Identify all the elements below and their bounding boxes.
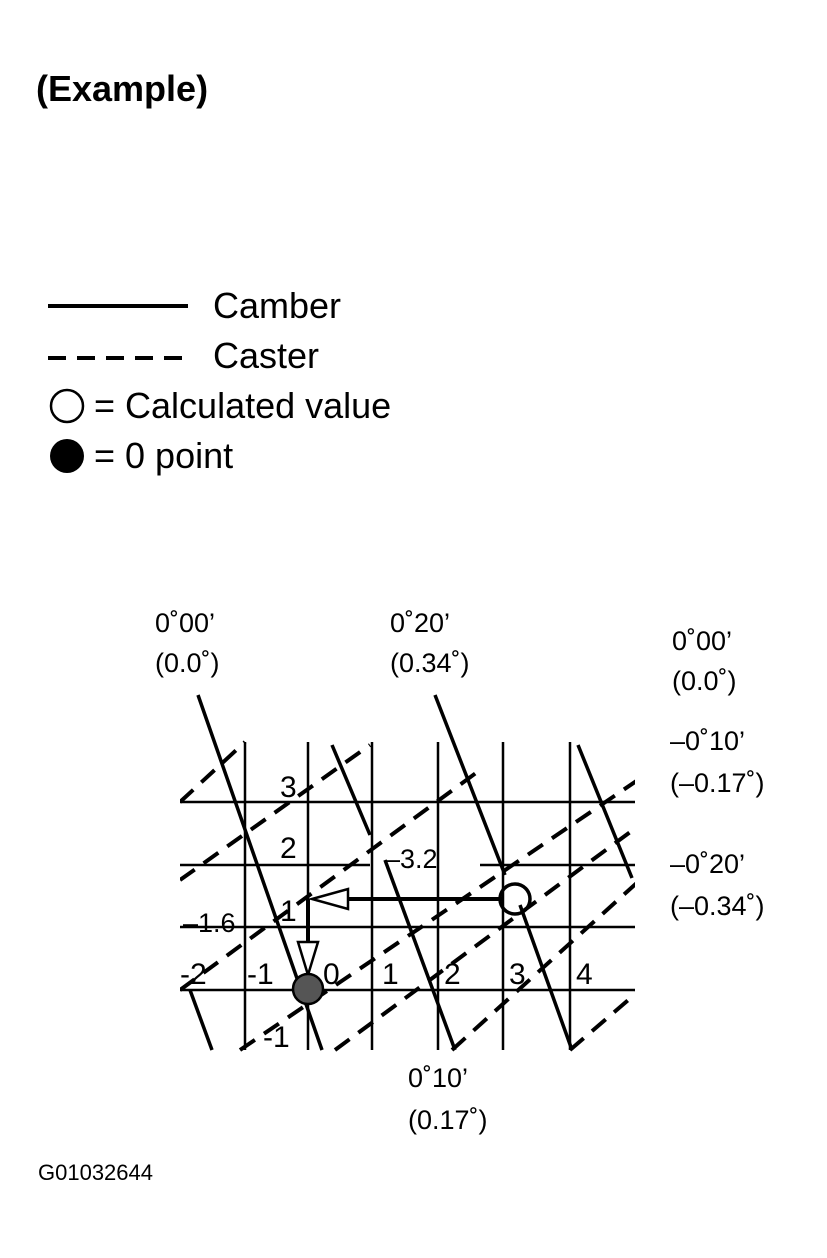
zero-point-dot [291,972,325,1006]
legend-zero: = 0 point [48,434,233,478]
down-arrow-head [296,940,320,980]
legend-calculated: = Calculated value [48,384,391,428]
caster-label-1: 0˚00’ [672,626,732,656]
y-tick: 2 [280,832,297,865]
camber-line-icon [48,304,188,308]
filled-circle-icon [50,439,84,473]
camber-caster-diagram: -2 -1 0 1 2 3 4 3 2 1 -1 –3.2 –1.6 0˚00’… [155,608,765,1135]
legend-camber-label: Camber [213,285,342,326]
open-circle-icon [49,388,85,424]
y-tick: -1 [263,1021,290,1054]
caster-label-2-deg: (–0.17˚) [670,768,765,798]
angle-labels: 0˚00’ (0.0˚) 0˚20’ (0.34˚) 0˚00’ (0.0˚) … [155,608,765,1135]
camber-label-top-left: 0˚00’ [155,608,215,638]
grid [180,742,635,1050]
camber-label-bottom: 0˚10’ [408,1063,468,1093]
arrows [296,887,503,980]
legend-caster-label: Caster [213,335,320,376]
legend-caster: Caster [48,334,319,378]
camber-label-top-mid-deg: (0.34˚) [390,648,470,678]
x-tick: 4 [576,958,593,991]
legend-zero-label: = 0 point [94,435,234,476]
page-title: (Example) [36,68,209,109]
x-tick: 3 [509,958,526,991]
legend-camber: Camber [48,284,341,328]
caster-label-3: –0˚20’ [670,849,745,879]
camber-label-top-mid: 0˚20’ [390,608,450,638]
caster-dashed-line-icon [48,356,188,360]
caster-label-3-deg: (–0.34˚) [670,891,765,921]
caster-lines [180,740,635,1052]
x-tick: 2 [444,958,461,991]
vertical-value-label: –1.6 [183,908,236,938]
caster-label-2: –0˚10’ [670,726,745,756]
x-tick: -2 [180,958,207,991]
x-tick: -1 [247,958,274,991]
y-tick: 3 [280,771,297,804]
axis-ticks: -2 -1 0 1 2 3 4 3 2 1 -1 [180,771,593,1054]
horizontal-value-label: –3.2 [385,844,438,874]
y-tick: 1 [280,895,297,928]
figure-id: G01032644 [38,1160,153,1185]
left-arrow-head [307,887,350,911]
camber-label-top-left-deg: (0.0˚) [155,648,220,678]
legend-calculated-label: = Calculated value [94,385,392,426]
camber-label-bottom-deg: (0.17˚) [408,1105,488,1135]
x-tick: 1 [382,958,399,991]
calculated-value-circle [498,882,532,916]
x-tick: 0 [323,958,340,991]
caster-label-1-deg: (0.0˚) [672,666,737,696]
